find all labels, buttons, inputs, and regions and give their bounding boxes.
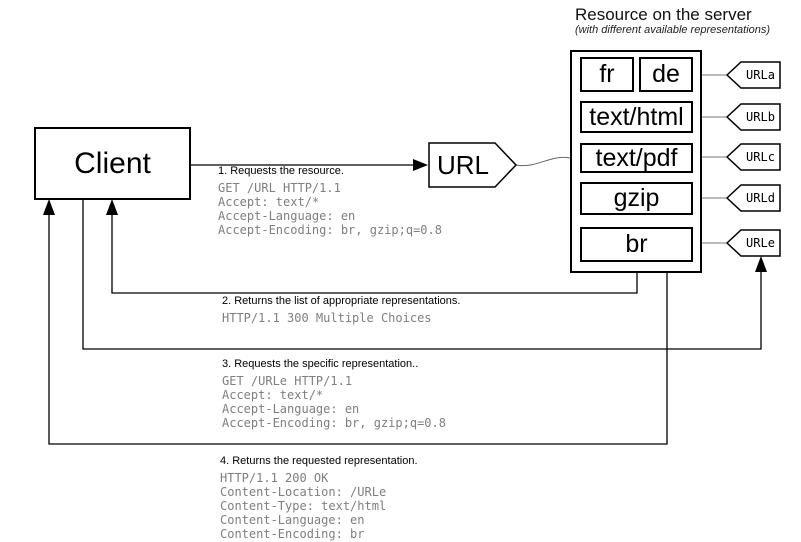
url-to-server-connector (515, 156, 571, 167)
url-tag-label-b: URLb (746, 110, 775, 124)
message-2-line-path (111, 205, 638, 294)
message-3-http-line: Accept-Encoding: br, gzip;q=0.8 (222, 416, 446, 430)
message-1-http-line: Accept-Encoding: br, gzip;q=0.8 (218, 223, 442, 237)
representation-box-textpdf: text/pdf (580, 143, 693, 173)
message-1-http-line: Accept-Language: en (218, 209, 356, 223)
representation-label: text/html (589, 102, 684, 131)
message-2-label: 2. Returns the list of appropriate repre… (222, 295, 461, 307)
message-3-arrowhead-icon (755, 256, 767, 272)
url-tag-shape-e (725, 229, 781, 257)
server-subtitle: (with different available representation… (575, 24, 771, 36)
message-1: 1. Requests the resource. GET /URL HTTP/… (218, 164, 442, 237)
message-2: 2. Returns the list of appropriate repre… (222, 294, 460, 325)
message-4-http-line: Content-Language: en (220, 513, 365, 527)
representation-box-br: br (580, 227, 693, 262)
url-tag-shape-b (725, 103, 781, 131)
message-1-http-line: Accept: text/* (218, 195, 320, 209)
url-tag-label-a: URLa (746, 68, 775, 82)
url-node-label: URL (436, 149, 489, 180)
representation-box-fr: fr (580, 57, 634, 92)
url-tag-shape-c (725, 143, 781, 171)
message-3-http-line: Accept: text/* (222, 388, 324, 402)
representation-box-gzip: gzip (580, 182, 693, 215)
message-3-line-path (82, 200, 762, 350)
representation-label: gzip (613, 184, 660, 212)
url-tag-shape-a (725, 61, 781, 89)
representation-box-de: de (639, 57, 693, 92)
message-1-arrowhead-icon (413, 159, 428, 171)
message-2-http-line: HTTP/1.1 300 Multiple Choices (222, 311, 432, 325)
url-node-shape (428, 142, 518, 188)
message-4-http-line: Content-Location: /URLe (220, 485, 387, 499)
message-1-label: 1. Requests the resource. (218, 165, 344, 177)
url-tag-label-c: URLc (746, 150, 775, 164)
representation-label: de (652, 60, 680, 88)
message-4-arrowhead-icon (43, 199, 55, 215)
representation-label: text/pdf (595, 143, 678, 172)
message-3-http-line: GET /URLe HTTP/1.1 (222, 374, 353, 388)
message-4-label: 4. Returns the requested representation. (220, 455, 418, 467)
representation-label: br (625, 230, 648, 258)
representation-box-texthtml: text/html (580, 101, 693, 133)
message-4-line-path (48, 205, 668, 445)
message-1-http-line: GET /URL HTTP/1.1 (218, 181, 341, 195)
representation-label: fr (599, 60, 615, 88)
message-4-http-line: Content-Encoding: br (220, 527, 365, 541)
message-3-label: 3. Requests the specific representation.… (222, 358, 419, 370)
message-3: 3. Requests the specific representation.… (222, 357, 446, 430)
client-box: Client (34, 127, 191, 200)
server-title: Resource on the server (575, 5, 752, 24)
client-label: Client (74, 146, 151, 180)
message-2-arrowhead-icon (106, 199, 118, 215)
url-tag-shape-d (725, 184, 781, 212)
url-tag-label-e: URLe (746, 236, 775, 250)
message-4-http-line: HTTP/1.1 200 OK (220, 471, 329, 485)
message-4: 4. Returns the requested representation.… (220, 454, 418, 541)
url-tag-label-d: URLd (746, 191, 775, 205)
message-3-http-line: Accept-Language: en (222, 402, 360, 416)
message-4-http-line: Content-Type: text/html (220, 499, 387, 513)
